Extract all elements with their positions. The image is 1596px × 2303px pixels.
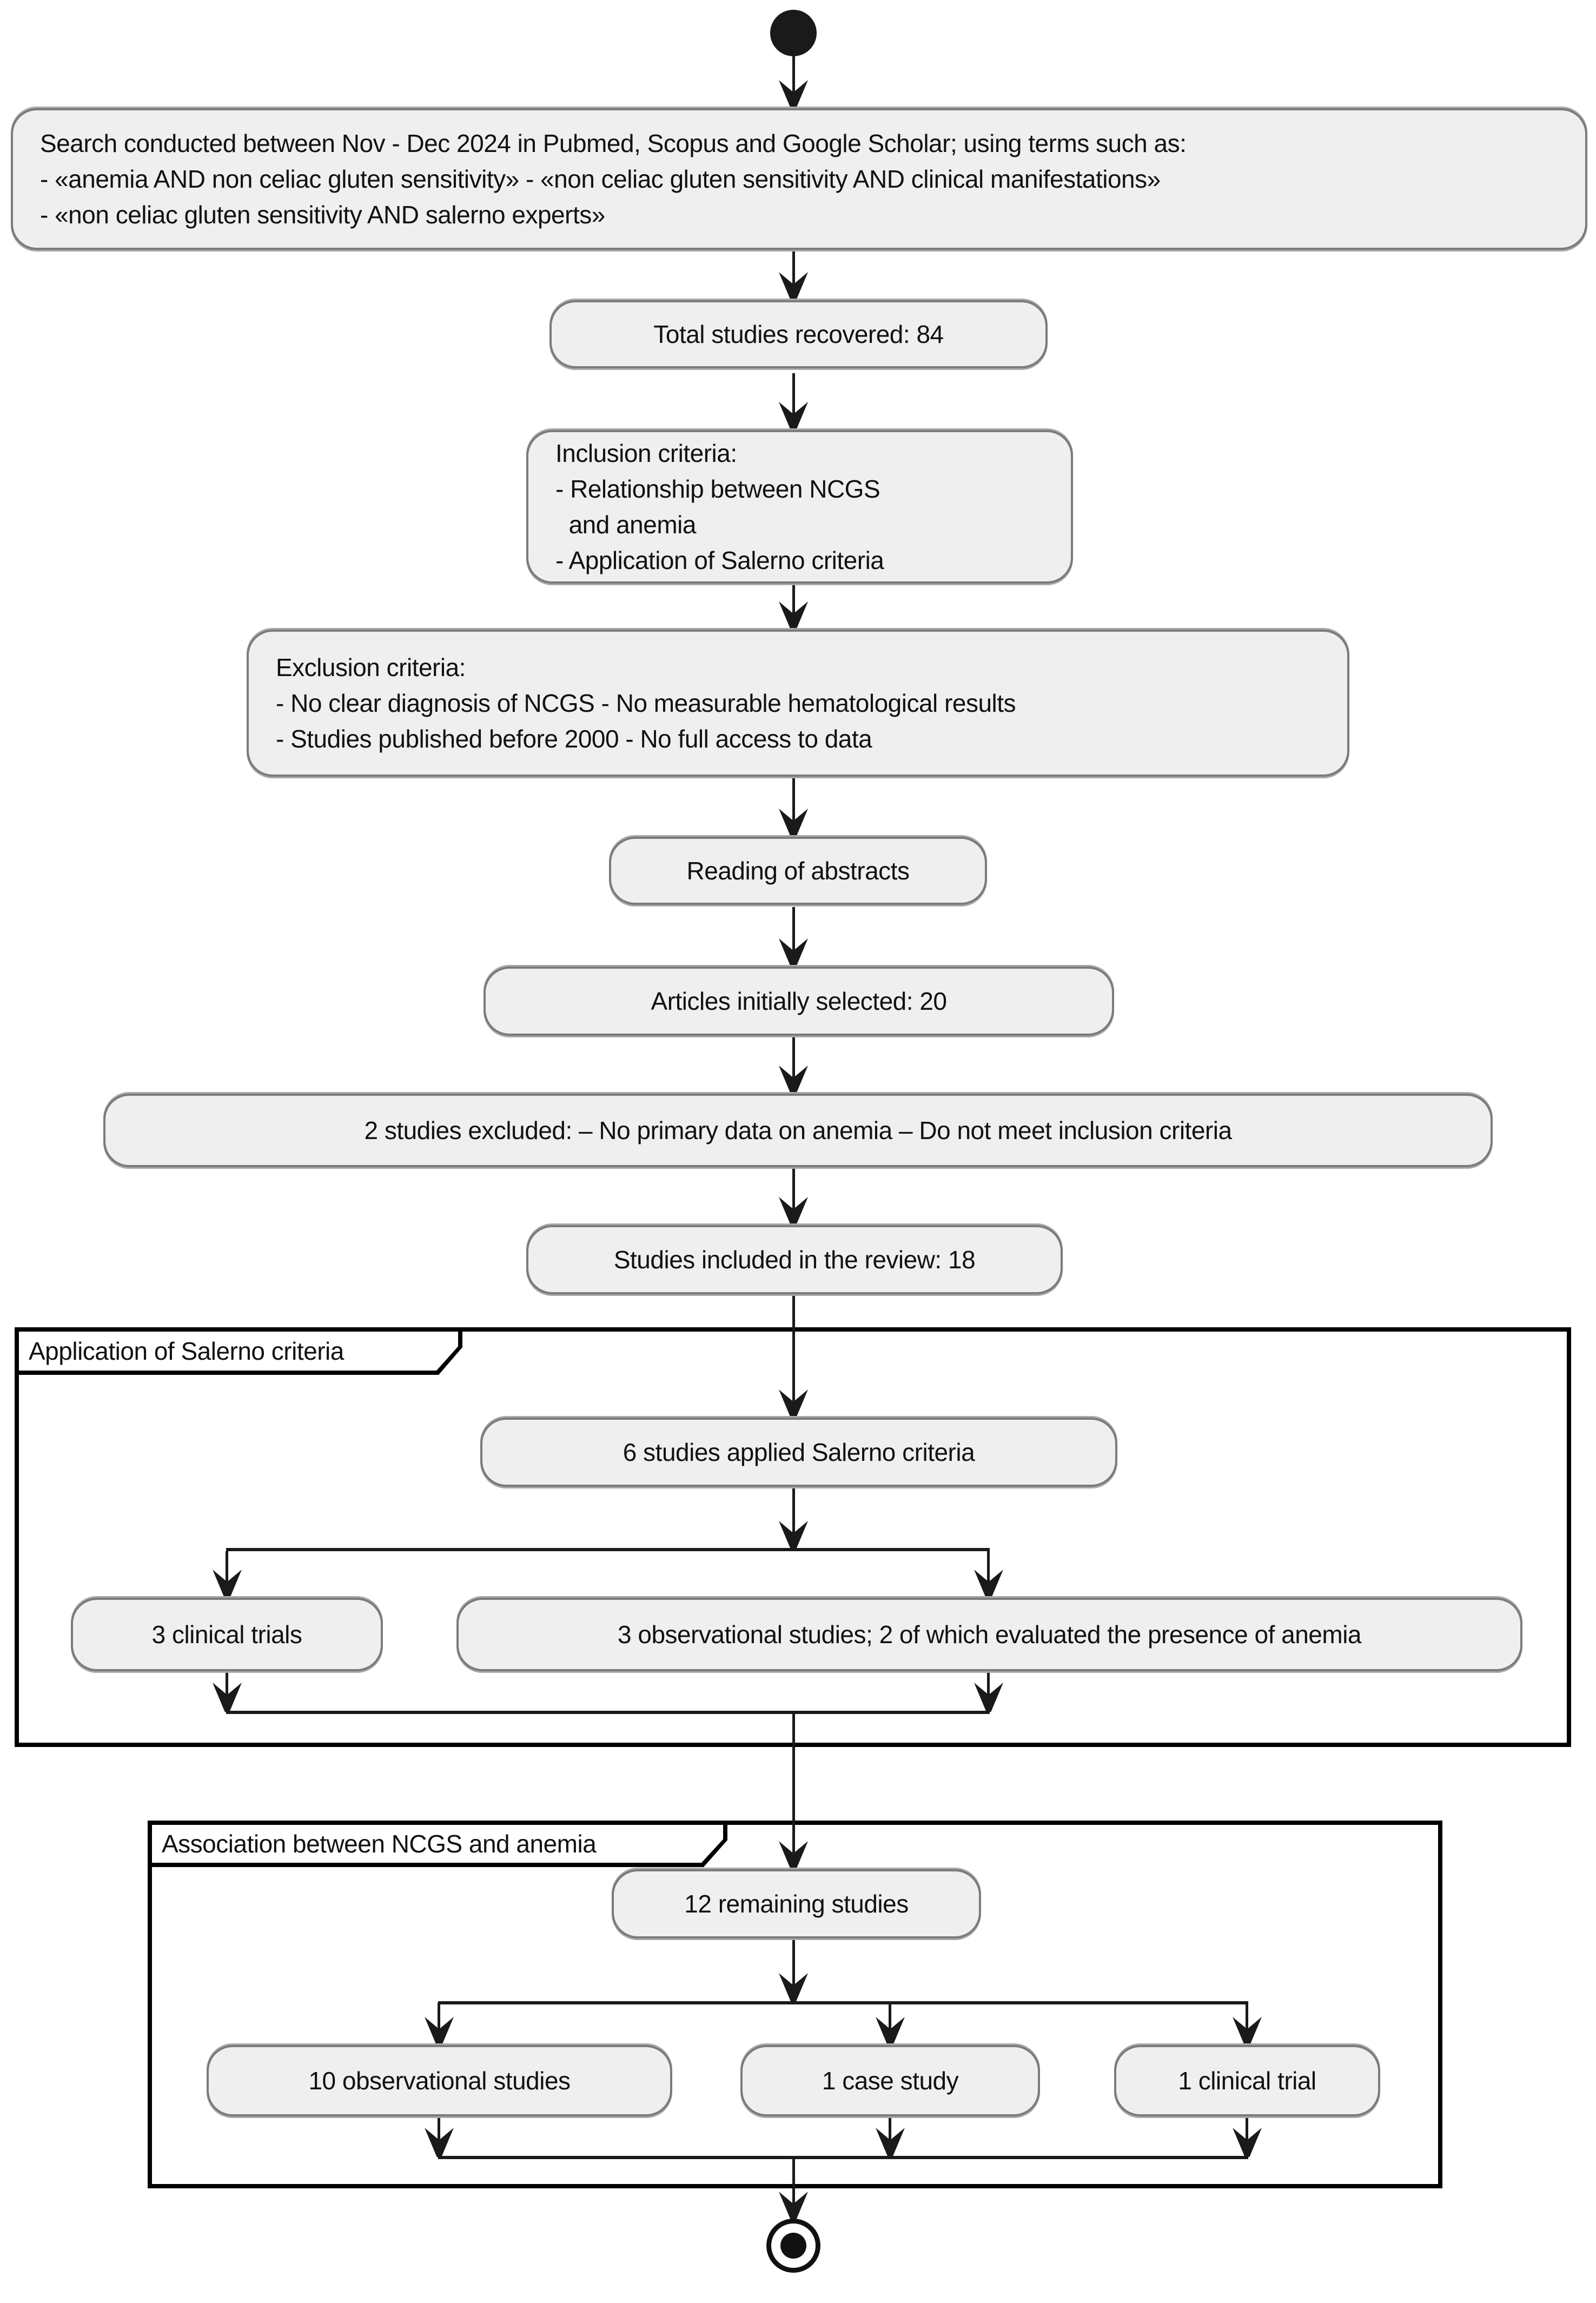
- flow-line: [438, 2116, 440, 2158]
- flow-line: [1246, 2003, 1248, 2046]
- end-node-icon: [766, 2219, 820, 2273]
- partition-association-frame: [148, 1821, 1442, 2188]
- flow-line: [987, 1551, 990, 1599]
- flow-line: [438, 2003, 440, 2046]
- node-total-recovered: Total studies recovered: 84: [549, 300, 1048, 368]
- node-salerno-applied: 6 studies applied Salerno criteria: [480, 1418, 1117, 1487]
- partition-tab-face: [152, 1825, 723, 1863]
- flow-line: [1246, 2116, 1248, 2158]
- start-node-icon: [770, 10, 817, 56]
- fork-bar: [226, 1548, 990, 1551]
- flow-line: [792, 56, 795, 110]
- fork-bar: [438, 2001, 1248, 2004]
- join-bar: [226, 1711, 990, 1714]
- flow-line: [792, 1036, 795, 1095]
- flow-line: [889, 2003, 891, 2046]
- flow-line: [792, 250, 795, 302]
- flow-line: [226, 1551, 228, 1599]
- flow-line: [889, 2116, 891, 2158]
- node-exclusion-criteria: Exclusion criteria: - No clear diagnosis…: [247, 630, 1349, 777]
- node-studies-included: Studies included in the review: 18: [526, 1225, 1063, 1294]
- flow-line: [987, 1671, 990, 1712]
- flow-line: [792, 777, 795, 838]
- flow-line: [792, 907, 795, 968]
- node-articles-selected: Articles initially selected: 20: [484, 967, 1114, 1036]
- join-bar: [438, 2156, 1248, 2159]
- node-10-observational-studies: 10 observational studies: [207, 2045, 672, 2116]
- flow-line: [792, 373, 795, 432]
- node-12-remaining-studies: 12 remaining studies: [612, 1869, 981, 1938]
- partition-tab-face: [19, 1332, 458, 1371]
- flow-line: [792, 2159, 795, 2220]
- flow-line: [226, 1671, 228, 1712]
- flow-line: [792, 584, 795, 631]
- node-reading-abstracts: Reading of abstracts: [609, 837, 987, 905]
- node-studies-excluded: 2 studies excluded: – No primary data on…: [103, 1094, 1493, 1167]
- flow-line: [792, 1167, 795, 1227]
- node-1-case-study: 1 case study: [740, 2045, 1040, 2116]
- node-inclusion-criteria: Inclusion criteria: - Relationship betwe…: [526, 430, 1073, 584]
- flow-line: [792, 1713, 795, 1871]
- flow-line: [792, 1487, 795, 1551]
- node-search-terms: Search conducted between Nov - Dec 2024 …: [11, 108, 1587, 250]
- partition-association-tab: Association between NCGS and anemia: [148, 1821, 727, 1867]
- partition-association-label: Association between NCGS and anemia: [162, 1830, 597, 1858]
- flow-line: [792, 1938, 795, 2003]
- partition-salerno-tab: Application of Salerno criteria: [15, 1327, 462, 1375]
- flow-line: [792, 1294, 795, 1419]
- partition-salerno-label: Application of Salerno criteria: [29, 1337, 344, 1365]
- end-node-dot: [780, 2233, 806, 2259]
- node-1-clinical-trial: 1 clinical trial: [1114, 2045, 1380, 2116]
- node-3-clinical-trials: 3 clinical trials: [71, 1598, 383, 1671]
- node-3-observational-studies: 3 observational studies; 2 of which eval…: [456, 1598, 1522, 1671]
